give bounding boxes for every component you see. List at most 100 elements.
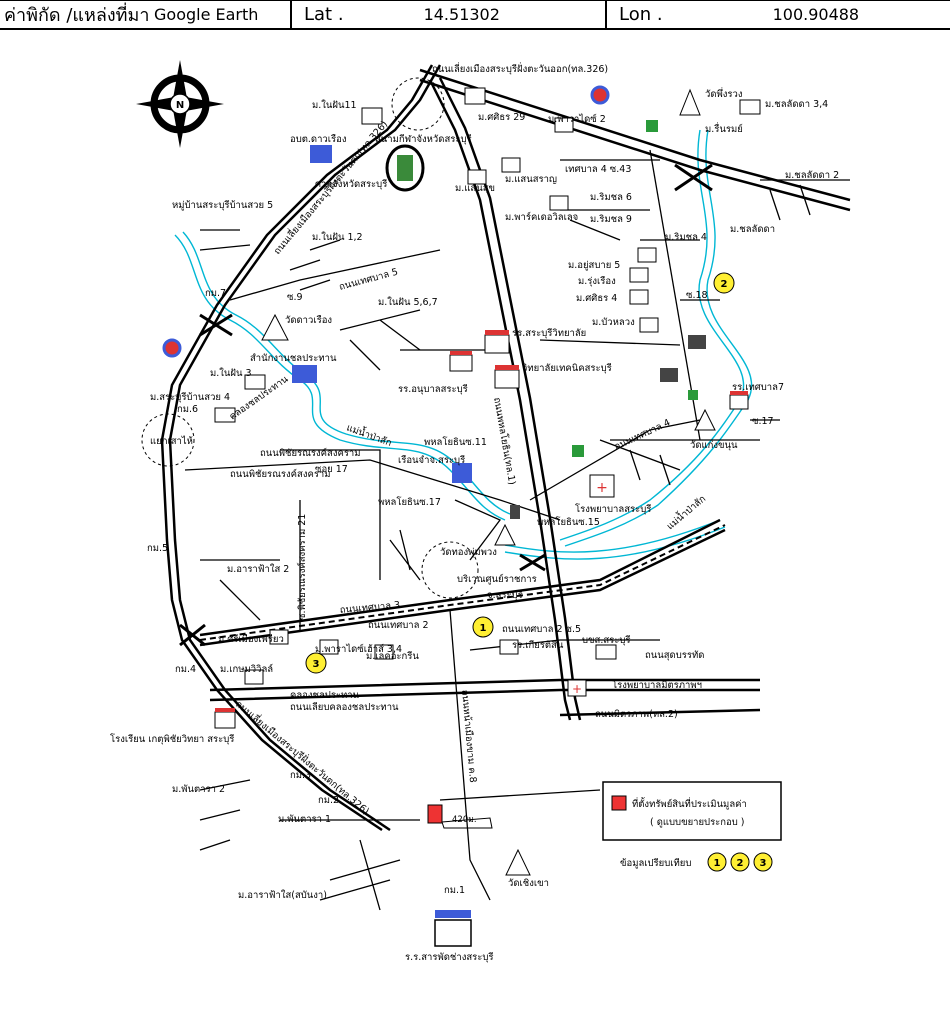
map-label-m-athara-sbnga: ม.อาราฟ้าใส(สบันงา)	[238, 889, 327, 901]
traffic-light-icon	[510, 505, 520, 519]
comparable-marker-2[interactable]: 2	[713, 272, 735, 294]
map-label-km1: กม.1	[444, 885, 465, 896]
map-label-m-sirin4: ม.ศศิธร 4	[576, 293, 617, 304]
map-label-km2: กม.2	[318, 795, 339, 806]
label-nongkhaem: ถนนหน้าเมืองขาม ค.8	[459, 689, 478, 783]
school-icon	[434, 919, 472, 947]
source-value: Google Earth	[154, 5, 259, 24]
map-label-m-chollada2: ม.ชลลัดดา 2	[785, 170, 839, 181]
map-label-m-phantara1: ม.พันตารา 1	[278, 814, 331, 825]
map-label-1: 2	[721, 279, 728, 290]
hospital-icon	[589, 474, 615, 498]
school-flag-icon	[435, 910, 471, 918]
gas-station-icon	[590, 85, 610, 105]
lon-value: 100.90488	[772, 5, 860, 24]
temple-icon	[505, 848, 531, 876]
map-label-m-saensarn: ม.แสนสราญ	[505, 174, 557, 185]
legend-comparable-2: 2	[737, 858, 744, 869]
school-flag-icon	[730, 391, 748, 395]
subject-distance: 420ม.	[452, 815, 477, 825]
comparable-marker-1[interactable]: 1	[472, 616, 494, 638]
map-label-wat-phungrung: วัดพึ่งรวง	[705, 87, 742, 100]
north-arrow-icon: N	[136, 60, 224, 148]
building-icon	[688, 335, 706, 349]
map-label-m-nainfan567: ม.ในฝัน 5,6,7	[378, 296, 438, 308]
map-label-m-pharadai2: ม.พาราไดซ์ 2	[548, 113, 606, 125]
map-label-prison: เรือนจำจ.สระบุรี	[398, 454, 465, 466]
map-label-school-thesaban7: รร.เทศบาล7	[732, 382, 784, 393]
location-map[interactable]: N + +	[0, 30, 950, 1022]
legend-comparable-3: 3	[760, 858, 767, 869]
label-pasak-2: แม่น้ำป่าสัก	[664, 492, 709, 532]
temple-icon	[694, 408, 716, 431]
map-label-m-chollada: ม.ชลลัดดา	[730, 224, 775, 235]
gas-station-icon	[162, 338, 182, 358]
map-label-stadium: สนามกีฬาจังหวัดสระบุรี	[375, 133, 472, 145]
lat-value: 14.51302	[423, 5, 500, 24]
map-label-m-buawang: ม.บัวหลวง	[592, 317, 635, 328]
temple-icon	[679, 88, 701, 116]
school-icon	[494, 369, 520, 389]
label-thesaban2-s5: ถนนเทศบาล 2 ซ.5	[502, 624, 581, 635]
label-phichai-s21: ซ.พิชัยรณรงค์สงคราม 21	[296, 514, 308, 620]
subject-legend-swatch	[611, 795, 627, 811]
map-label-km6: กม.6	[177, 404, 198, 415]
map-label-km5: กม.5	[147, 543, 168, 554]
map-label-m-kasem: ม.เกษมวิวิลล์	[220, 663, 273, 675]
label-sutbanthat: ถนนสุดบรรทัด	[645, 650, 704, 661]
map-label-m-rimchol4: ม.ริมชล 4	[665, 232, 707, 243]
map-label-hospital-mittraphap: โรงพยาบาลมิตรภาพฯ	[612, 679, 702, 691]
label-thesaban4: ถนนเทศบาล 4	[613, 417, 673, 453]
comparable-marker-3[interactable]: 3	[305, 652, 327, 674]
map-label-m-nainfan11: ม.ในฝัน11	[312, 99, 357, 111]
school-icon	[214, 711, 236, 729]
map-label-s9: ซ.9	[287, 292, 303, 303]
legend-subject-sub: ( ดูแบบขยายประกอบ )	[650, 817, 745, 828]
map-label-wat-daoruang: วัดดาวเรือง	[285, 315, 332, 326]
junction-circle-left	[141, 413, 195, 467]
building-icon	[292, 365, 317, 383]
map-label-school-saraburi-wittaya: รร.สระบุรีวิทยาลัย	[512, 327, 586, 339]
label-phichai-mid: ถนนพิชัยรณรงค์สงคราม	[230, 468, 331, 480]
map-label-school-anuban: รร.อนุบาลสระบุรี	[398, 383, 468, 395]
map-label-m-nainfan3: ม.ในฝัน 3	[210, 367, 252, 379]
school-icon	[729, 394, 749, 410]
railway	[199, 524, 726, 641]
label-pasak-1: แม่น้ำป่าสัก	[345, 421, 394, 449]
map-label-tech-college: วิทยาลัยเทคนิคสระบุรี	[521, 362, 611, 374]
map-label-m-rungruang: ม.รุ่งเรือง	[578, 276, 616, 287]
map-label-wat-choengkhao: วัดเชิงเขา	[508, 878, 549, 889]
school-flag-icon	[485, 330, 509, 335]
map-label-m-rinrom: ม.รื่นรมย์	[705, 122, 743, 135]
building-icon	[660, 368, 678, 382]
map-label-s18: ซ.18	[686, 290, 708, 301]
interchange-icons	[179, 163, 713, 647]
map-label-wat-kaengchanun: วัดแก่งขนุน	[690, 440, 738, 451]
lat-label: Lat .	[304, 4, 344, 25]
map-label-m-athara2: ม.อาราฟ้าใส 2	[227, 563, 289, 575]
map-label-m-ban-saraburi5: หมู่บ้านสระบุรีบ้านสวย 5	[172, 199, 273, 211]
map-label-phahon-s15: พหลโยธินซ.15	[537, 516, 600, 528]
map-label-wat-thongphumphuang: วัดทองพุ่มพวง	[440, 547, 497, 558]
school-flag-icon	[450, 351, 472, 355]
school-flag-icon	[495, 365, 519, 370]
legend-subject-label: ที่ตั้งทรัพย์สินที่ประเมินมูลค่า	[632, 797, 747, 810]
map-label-2: 3	[313, 659, 320, 670]
map-label-km3: กม.3	[290, 770, 311, 781]
label-canal: คลองชลประทาน	[290, 690, 360, 701]
map-label-m-park: ม.พาร์คเดอวิลเลจ	[505, 211, 578, 223]
bus-station-icon	[595, 644, 617, 660]
convenience-store-icon	[646, 120, 658, 132]
map-label-phahon-s11: พหลโยธินซ.11	[424, 436, 487, 448]
map-label-court: ศาลจังหวัดสระบุรี	[315, 178, 387, 190]
map-label-bkk-saraburi: บขส.สระบุรี	[582, 634, 630, 646]
subject-property-marker[interactable]: 420ม.	[427, 804, 493, 829]
map-label-m-rimchol6: ม.ริมชล 6	[590, 192, 632, 203]
major-roads	[160, 64, 851, 832]
school-icon	[449, 354, 473, 372]
map-label-school-kasetphichai: โรงเรียน เกตุพิชัยวิทยา สระบุรี	[110, 733, 234, 745]
convenience-store-icon	[572, 445, 584, 457]
compass-letter: N	[176, 100, 184, 111]
label-thesaban3: ถนนเทศบาล 3	[339, 600, 400, 616]
map-label-m-srimuang: ม.ศรีเมืองเพรียว	[218, 633, 284, 645]
